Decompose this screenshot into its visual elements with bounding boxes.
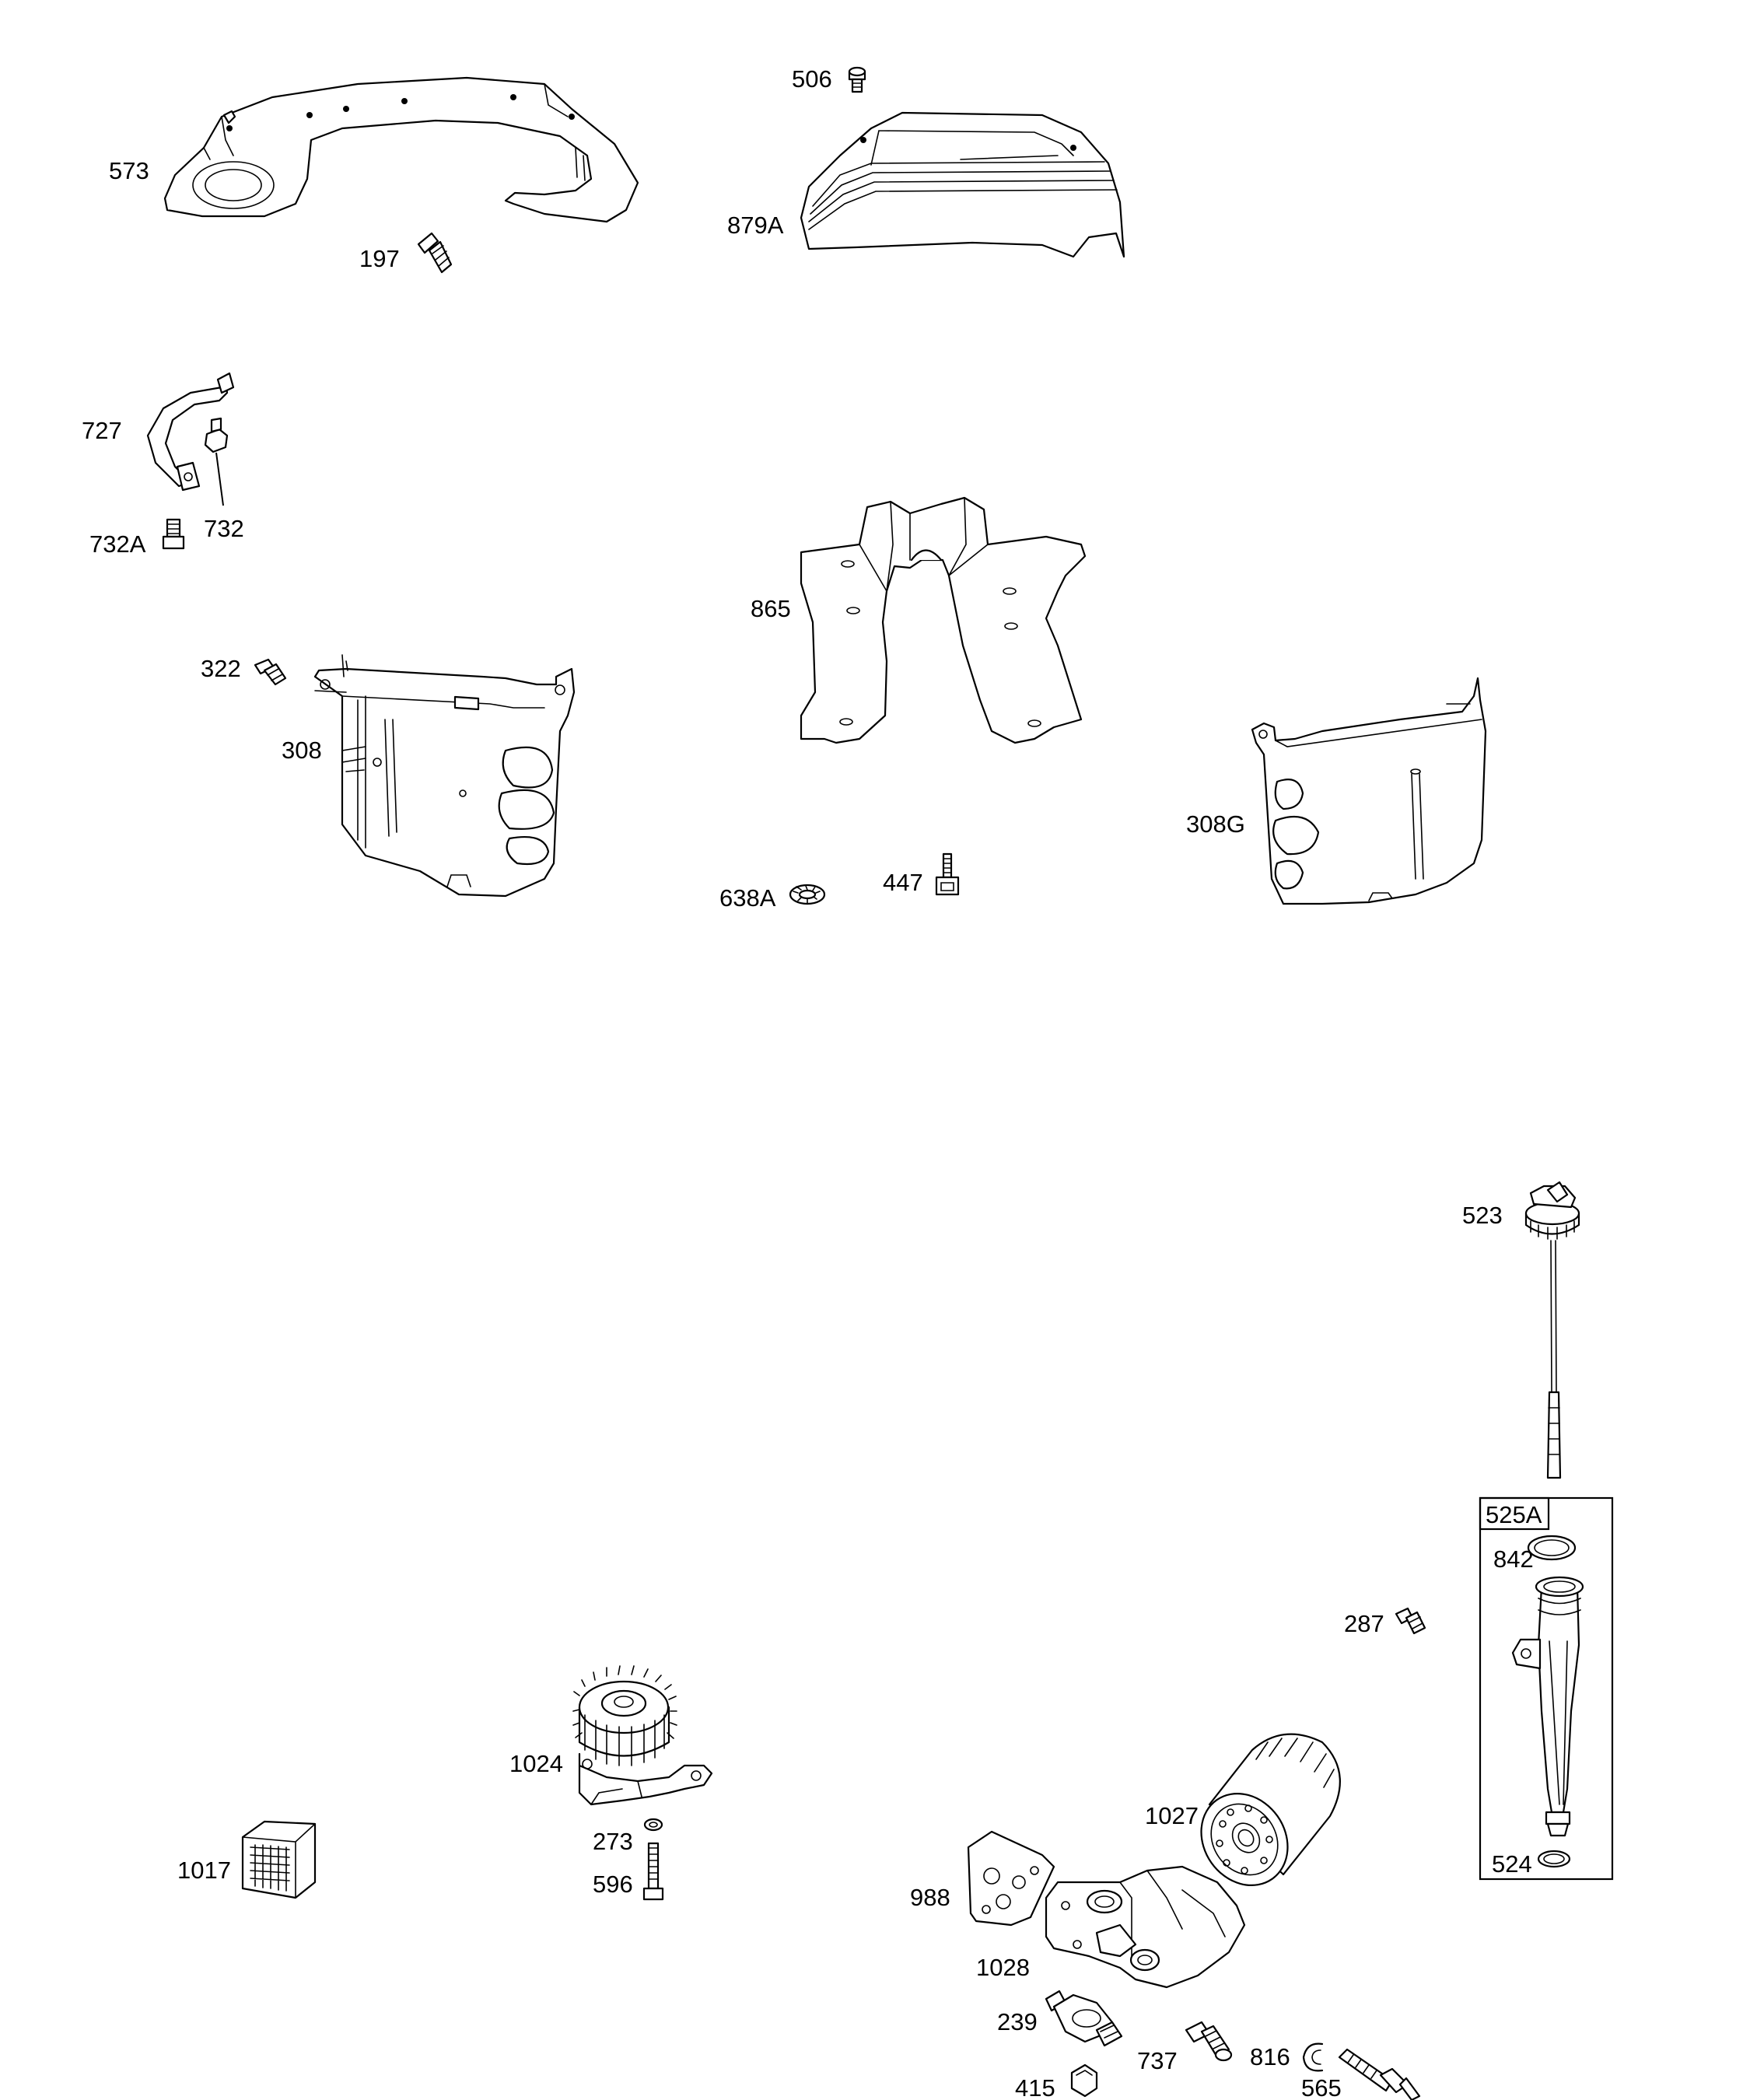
part-label-879a: 879A — [727, 212, 784, 239]
oil-pump-1024-drawing — [572, 1665, 713, 1806]
part-label-525a: 525A — [1486, 1501, 1542, 1528]
plug-415-drawing — [1070, 2063, 1098, 2098]
part-label-1024: 1024 — [509, 1750, 563, 1777]
part-label-865: 865 — [751, 595, 791, 622]
bolt-596-drawing — [642, 1842, 664, 1901]
cylinder-shield-308-drawing — [313, 654, 576, 898]
screw-732a-drawing — [162, 518, 185, 550]
screen-1017-drawing — [241, 1820, 317, 1899]
clip-816-drawing — [1302, 2042, 1324, 2072]
kit-525a-box — [1479, 1496, 1614, 1881]
o-ring-524-drawing — [1537, 1850, 1571, 1868]
dipstick-523-drawing — [1524, 1181, 1580, 1479]
part-label-638a: 638A — [719, 884, 776, 912]
part-label-415: 415 — [1015, 2074, 1055, 2100]
oil-filter-1027-drawing — [1200, 1733, 1341, 1886]
pressure-sensor-239-drawing — [1045, 1990, 1123, 2047]
nut-732-drawing — [204, 417, 229, 506]
part-label-1028: 1028 — [976, 1954, 1030, 1981]
filter-adapter-1028-drawing — [1045, 1865, 1246, 1989]
part-label-308: 308 — [282, 737, 322, 764]
part-label-737: 737 — [1137, 2047, 1178, 2074]
part-label-322: 322 — [201, 655, 241, 682]
part-label-596: 596 — [593, 1871, 633, 1898]
part-label-273: 273 — [593, 1828, 633, 1855]
blower-housing-plate-drawing — [163, 76, 639, 223]
part-label-988: 988 — [910, 1884, 950, 1911]
gasket-988-drawing — [967, 1830, 1055, 1927]
screw-506-drawing — [848, 66, 866, 93]
stud-565-drawing — [1338, 2048, 1421, 2100]
part-label-842: 842 — [1493, 1545, 1534, 1573]
part-label-287: 287 — [1344, 1610, 1384, 1637]
part-label-239: 239 — [997, 2008, 1038, 2035]
part-label-1027: 1027 — [1145, 1802, 1199, 1829]
part-label-524: 524 — [1492, 1850, 1532, 1878]
bracket-865-drawing — [800, 496, 1087, 744]
part-label-573: 573 — [109, 157, 149, 184]
part-label-565: 565 — [1301, 2074, 1342, 2100]
part-label-447: 447 — [883, 869, 923, 896]
part-label-506: 506 — [792, 65, 832, 93]
washer-638a-drawing — [789, 884, 826, 905]
part-label-308g: 308G — [1186, 810, 1245, 838]
washer-273-drawing — [643, 1818, 663, 1832]
part-label-197: 197 — [359, 245, 400, 272]
part-label-732: 732 — [204, 515, 244, 542]
part-label-1017: 1017 — [177, 1857, 231, 1884]
part-label-523: 523 — [1462, 1202, 1503, 1229]
bolt-197-drawing — [417, 232, 453, 274]
o-ring-842-drawing — [1527, 1535, 1577, 1561]
cylinder-shield-308g-drawing — [1251, 677, 1487, 905]
cylinder-head-shield-drawing — [800, 111, 1125, 258]
dipstick-tube-drawing — [1511, 1576, 1584, 1837]
strap-727-drawing — [146, 372, 235, 492]
screw-322-drawing — [254, 658, 287, 686]
part-label-816: 816 — [1250, 2043, 1290, 2070]
screw-287-drawing — [1395, 1607, 1426, 1635]
screw-737-drawing — [1185, 2021, 1233, 2062]
part-label-732a: 732A — [89, 530, 146, 558]
part-label-727: 727 — [82, 417, 122, 444]
screw-447-drawing — [935, 852, 960, 896]
